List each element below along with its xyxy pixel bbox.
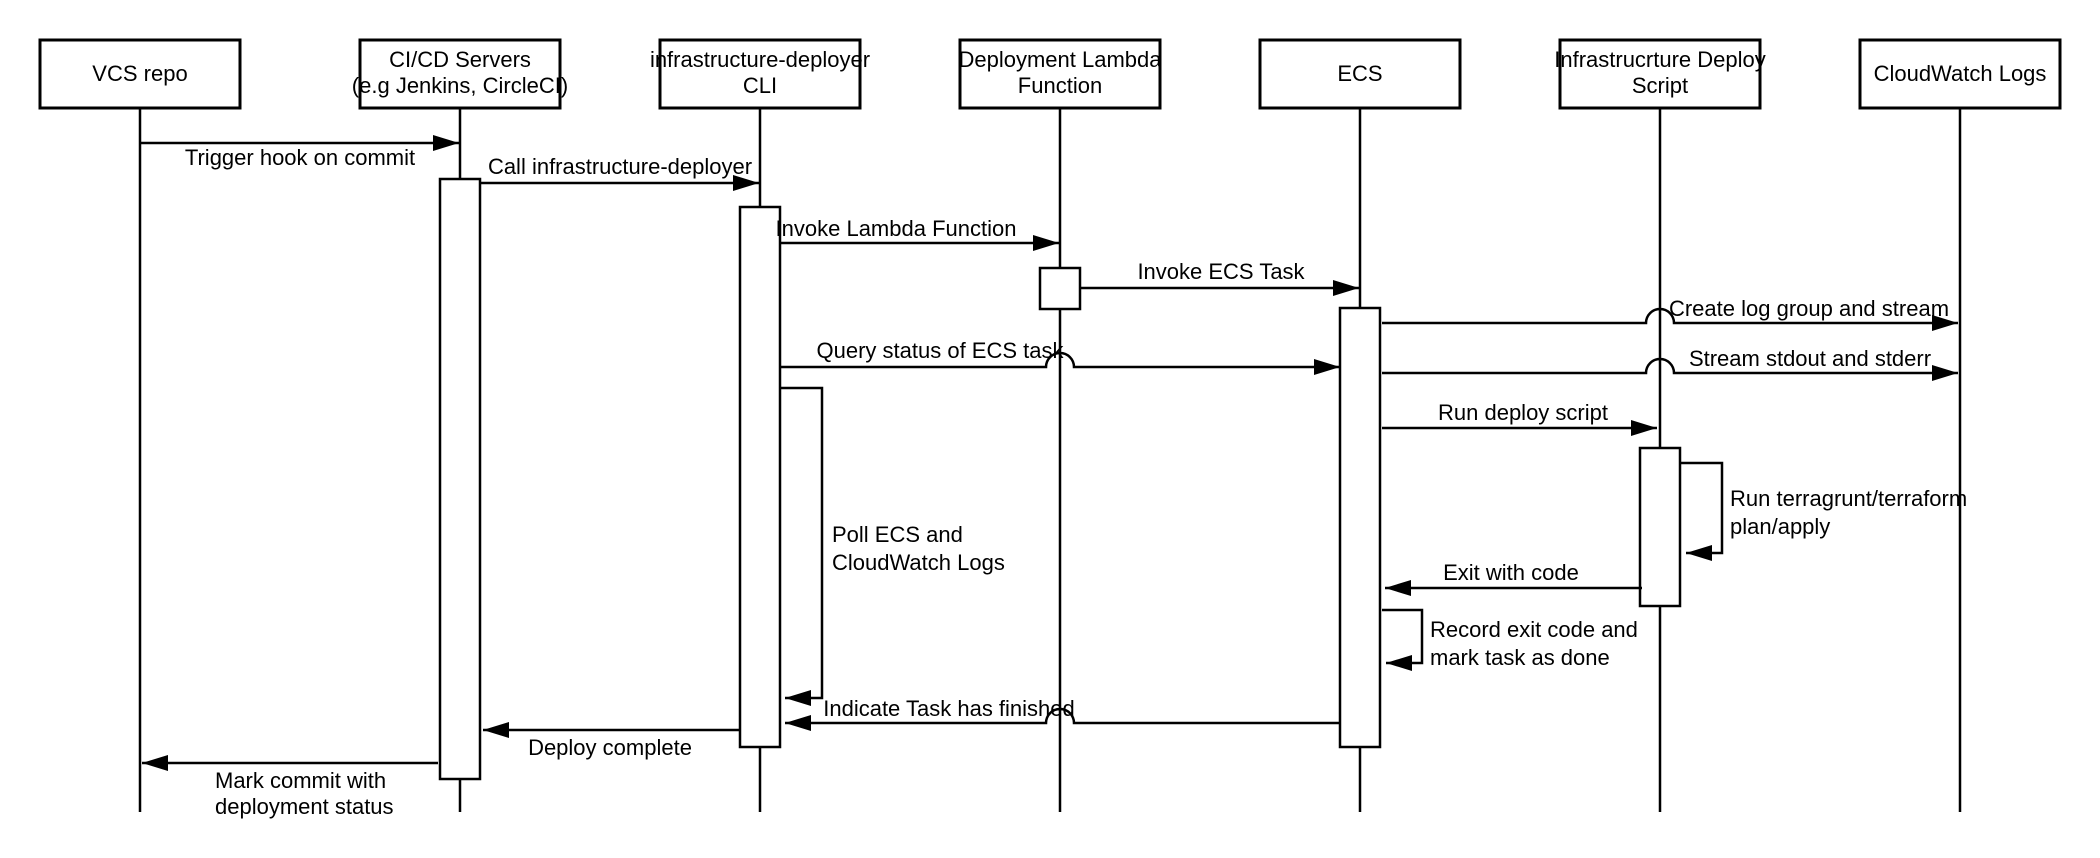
message-label-line1: Record exit code and xyxy=(1430,617,1638,642)
activation-bar-cicd-servers xyxy=(438,177,482,781)
participant-name-line2: Script xyxy=(1632,73,1688,98)
message-arrow-create-log-group-and-stream xyxy=(1382,307,1958,331)
participant-name: CloudWatch Logs xyxy=(1874,61,2047,86)
participant-infrastructure-deploy-script: Infrastrucrture Deploy Script xyxy=(1554,38,1766,110)
message-arrow-indicate-task-has-finished xyxy=(785,707,1340,731)
message-label: Run deploy script xyxy=(1438,400,1608,425)
activation-bar-infrastructure-deploy-script xyxy=(1638,446,1682,608)
participant-box xyxy=(358,38,562,110)
messages: Trigger hook on commit Call infrastructu… xyxy=(140,135,1967,819)
message-label-line1: Mark commit with xyxy=(215,768,386,793)
message-label: Deploy complete xyxy=(528,735,692,760)
participant-cloudwatch-logs: CloudWatch Logs xyxy=(1858,38,2062,110)
message-label: Stream stdout and stderr xyxy=(1689,346,1931,371)
message-label: Exit with code xyxy=(1443,560,1579,585)
activation-bars xyxy=(438,177,1682,781)
participant-ecs: ECS xyxy=(1258,38,1462,110)
participant-name-line2: (e.g Jenkins, CircleCI) xyxy=(352,73,568,98)
participant-name: VCS repo xyxy=(92,61,187,86)
participant-deployment-lambda-function: Deployment Lambda Function xyxy=(958,38,1162,110)
message-label: Trigger hook on commit xyxy=(185,145,415,170)
message-label: Invoke Lambda Function xyxy=(776,216,1017,241)
message-label-line2: CloudWatch Logs xyxy=(832,550,1005,575)
self-message-record-exit-code xyxy=(1382,608,1424,671)
participant-name-line1: Infrastrucrture Deploy xyxy=(1554,47,1766,72)
message-label: Query status of ECS task xyxy=(817,338,1065,363)
participant-name-line1: CI/CD Servers xyxy=(389,47,531,72)
participant-name-line1: infrastructure-deployer xyxy=(650,47,870,72)
message-label-line2: deployment status xyxy=(215,794,394,819)
message-label-line1: Poll ECS and xyxy=(832,522,963,547)
participant-box xyxy=(958,38,1162,110)
self-message-poll-ecs-and-cloudwatch-logs xyxy=(780,386,824,706)
message-arrow-query-status-of-ecs-task xyxy=(780,351,1340,375)
message-label: Create log group and stream xyxy=(1669,296,1949,321)
participant-cicd-servers: CI/CD Servers (e.g Jenkins, CircleCI) xyxy=(352,38,568,110)
participant-name-line2: Function xyxy=(1018,73,1102,98)
participant-box xyxy=(1858,38,2062,110)
participant-name: ECS xyxy=(1337,61,1382,86)
message-label: Call infrastructure-deployer xyxy=(488,154,752,179)
participant-box xyxy=(1558,38,1762,110)
participant-box xyxy=(658,38,862,110)
self-message-run-terragrunt-terraform xyxy=(1680,461,1724,561)
participant-name-line1: Deployment Lambda xyxy=(958,47,1162,72)
participant-box xyxy=(1258,38,1462,110)
participant-vcs-repo: VCS repo xyxy=(38,38,242,110)
participant-infrastructure-deployer-cli: infrastructure-deployer CLI xyxy=(650,38,870,110)
activation-bar-ecs xyxy=(1338,306,1382,749)
activation-bar-deployment-lambda-function xyxy=(1038,266,1082,311)
participant-box xyxy=(38,38,242,110)
message-label: Invoke ECS Task xyxy=(1137,259,1305,284)
message-arrow-stream-stdout-and-stderr xyxy=(1382,357,1958,381)
message-label-line2: mark task as done xyxy=(1430,645,1610,670)
message-label: Indicate Task has finished xyxy=(823,696,1075,721)
message-label-line2: plan/apply xyxy=(1730,514,1830,539)
message-label-line1: Run terragrunt/terraform xyxy=(1730,486,1967,511)
activation-bar-infrastructure-deployer-cli xyxy=(738,205,782,749)
participant-name-line2: CLI xyxy=(743,73,777,98)
